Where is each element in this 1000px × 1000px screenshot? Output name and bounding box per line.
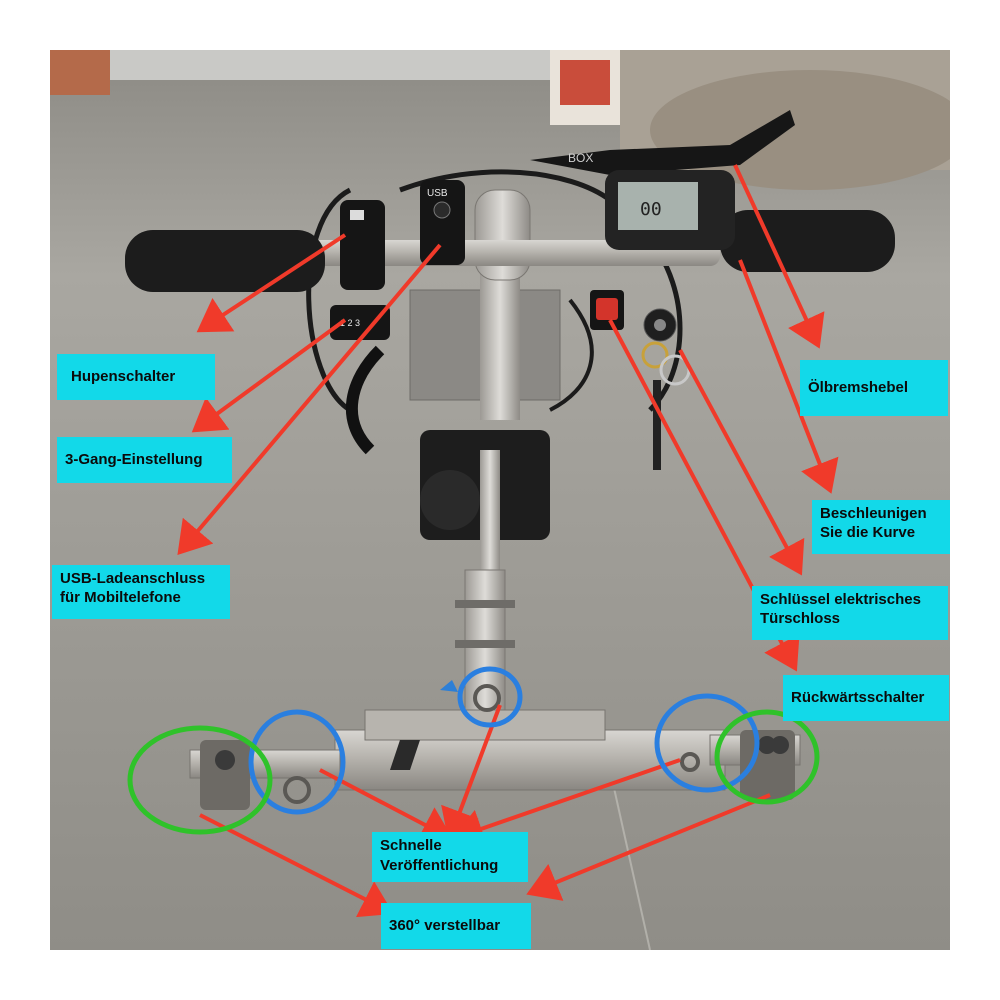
label-oil-brake-lever: Ölbremshebel <box>800 360 948 416</box>
label-gear-setting: 3-Gang-Einstellung <box>57 437 232 483</box>
label-throttle-line1: Beschleunigen <box>820 505 927 522</box>
label-quick-release: Schnelle Veröffentlichung <box>372 832 528 882</box>
label-quick-release-line1: Schnelle <box>380 837 442 854</box>
label-key-lock: Schlüssel elektrisches Türschloss <box>752 586 948 640</box>
svg-text:00: 00 <box>640 199 662 220</box>
label-adjustable-360-text: 360° verstellbar <box>389 917 501 934</box>
label-usb-port-line2: für Mobiltelefone <box>60 589 181 606</box>
label-throttle-line2: Sie die Kurve <box>820 524 916 541</box>
label-key-lock-line1: Schlüssel elektrisches <box>760 591 921 608</box>
label-key-lock-line2: Türschloss <box>760 610 841 627</box>
label-throttle: Beschleunigen Sie die Kurve <box>812 500 950 554</box>
label-reverse-switch-text: Rückwärtsschalter <box>791 689 925 706</box>
label-quick-release-line2: Veröffentlichung <box>380 857 499 874</box>
label-horn-switch: Hupenschalter <box>57 354 215 400</box>
label-usb-port-line1: USB-Ladeanschluss <box>60 570 206 587</box>
label-reverse-switch: Rückwärtsschalter <box>783 675 949 721</box>
label-oil-brake-lever-text: Ölbremshebel <box>808 379 909 396</box>
usb-module-text: USB <box>427 188 448 199</box>
label-adjustable-360: 360° verstellbar <box>381 903 531 949</box>
brake-brand-text: BOX <box>568 151 593 165</box>
label-horn-switch-text: Hupenschalter <box>71 368 176 385</box>
gear-module-text: 1 2 3 <box>340 318 360 328</box>
label-gear-setting-text: 3-Gang-Einstellung <box>65 451 203 468</box>
label-usb-port: USB-Ladeanschluss für Mobiltelefone <box>52 565 230 619</box>
